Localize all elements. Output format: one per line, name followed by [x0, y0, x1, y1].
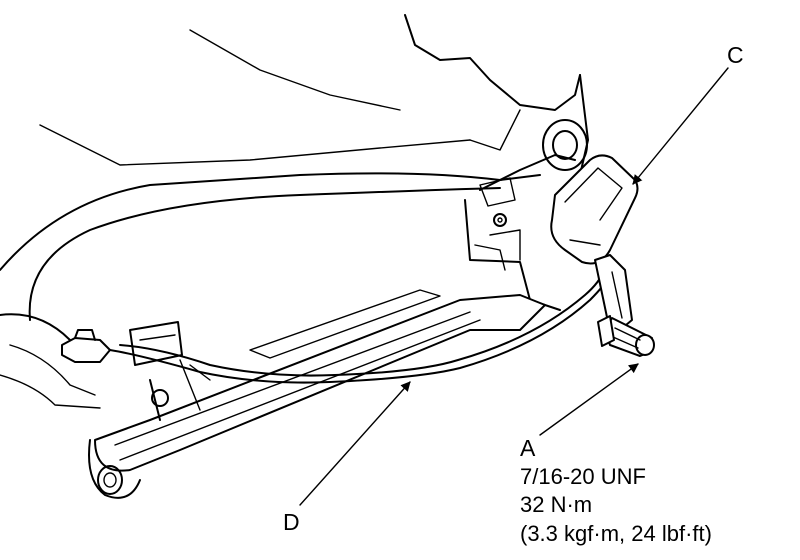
- callout-a: A: [520, 435, 536, 461]
- torque-spec-thread: 7/16-20 UNF: [520, 464, 646, 489]
- seat-back: [39, 14, 589, 176]
- leader-line-c: [632, 67, 729, 185]
- leader-line-d: [299, 381, 411, 506]
- leader-line-a: [539, 363, 639, 436]
- seat-belt-buckle: [550, 154, 639, 331]
- seat-cushion: [0, 172, 541, 409]
- torque-spec-alt: (3.3 kgf·m, 24 lbf·ft): [520, 521, 712, 546]
- buckle-harness-wire: [109, 269, 611, 384]
- seat-rail: [88, 289, 546, 499]
- callout-d: D: [283, 509, 300, 535]
- callout-c: C: [727, 42, 744, 68]
- harness-connector: [61, 321, 183, 366]
- torque-spec-metric: 32 N·m: [520, 492, 592, 517]
- anchor-bolt: [597, 315, 655, 357]
- seat-side-frame: [464, 119, 588, 311]
